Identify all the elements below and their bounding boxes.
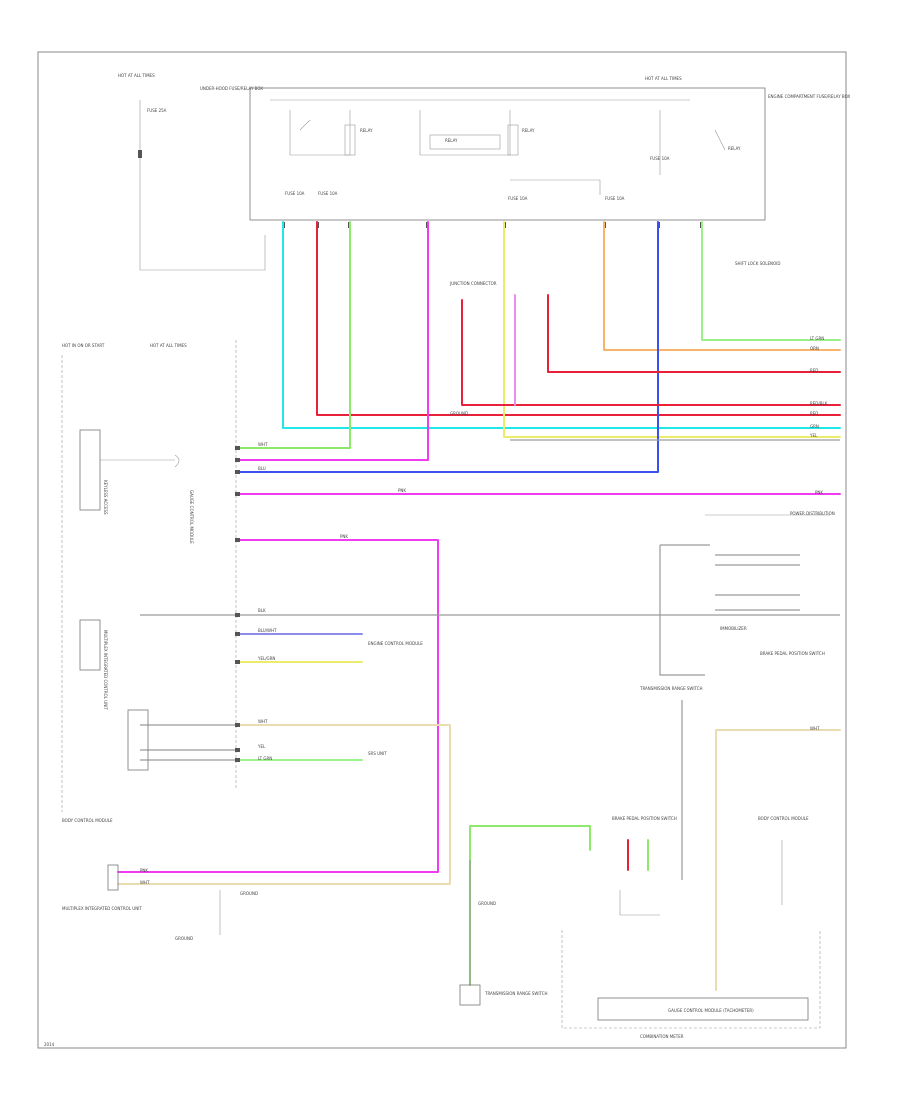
svg-text:RED: RED — [810, 368, 818, 373]
svg-text:PNK: PNK — [140, 868, 148, 873]
diagram-frame — [37, 51, 847, 1049]
wire-magenta-1 — [237, 221, 429, 461]
svg-text:RED/BLK: RED/BLK — [810, 401, 828, 406]
wire-tan-2 — [715, 729, 841, 991]
multiplex-module — [79, 619, 101, 671]
svg-text:ORN: ORN — [810, 346, 819, 351]
body-control-module — [127, 709, 149, 771]
shift-lock-label: SHIFT LOCK SOLENOID — [735, 261, 780, 266]
engine-compartment-fuse-box — [249, 87, 766, 221]
svg-text:BLU/WHT: BLU/WHT — [258, 628, 277, 633]
gauge-label: GAUGE CONTROL MODULE — [189, 490, 194, 544]
combination-meter-frame — [561, 930, 821, 1029]
brake-sw-bottom-label: BRAKE PEDAL POSITION SWITCH — [612, 816, 677, 821]
relay-label-1: RELAY — [360, 128, 373, 133]
svg-text:RED: RED — [810, 411, 818, 416]
fuse-row: FUSE 10A FUSE 10A FUSE 10A FUSE 10A FUSE… — [285, 156, 670, 201]
svg-text:LT GRN: LT GRN — [258, 756, 272, 761]
relay-label-2: RELAY — [445, 138, 458, 143]
wire-tan-1 — [117, 724, 451, 885]
wire-red-3 — [461, 299, 841, 406]
hot-always-label-l: HOT AT ALL TIMES — [118, 73, 155, 78]
fuse-box-connectors — [282, 222, 703, 228]
wire-lightgreen-1 — [701, 221, 841, 341]
wire-magenta-3 — [117, 539, 439, 873]
svg-text:FUSE 10A: FUSE 10A — [285, 191, 305, 196]
svg-text:BLU: BLU — [258, 466, 266, 471]
wire-green-1 — [237, 221, 351, 449]
transmission-switch — [459, 984, 481, 1006]
immobilizer-label: IMMOBILIZER — [720, 626, 747, 631]
svg-text:LT GRN: LT GRN — [810, 336, 824, 341]
svg-text:WHT: WHT — [258, 442, 268, 447]
wire-red-2 — [547, 294, 841, 373]
svg-text:WHT: WHT — [810, 726, 820, 731]
relay-label-3: RELAY — [522, 128, 535, 133]
svg-text:YEL: YEL — [257, 744, 266, 749]
ground-label-4: GROUND — [478, 901, 496, 906]
engine-ctrl-label: ENGINE CONTROL MODULE — [368, 641, 423, 646]
fuse-a-label: FUSE 25A — [147, 108, 167, 113]
svg-text:WHT: WHT — [258, 719, 268, 724]
hot-always-label-r: HOT AT ALL TIMES — [645, 76, 682, 81]
svg-text:FUSE 10A: FUSE 10A — [650, 156, 670, 161]
body-ctrl-label: BODY CONTROL MODULE — [62, 818, 113, 823]
svg-text:FUSE 10A: FUSE 10A — [508, 196, 528, 201]
multiplex-bottom-label: MULTIPLEX INTEGRATED CONTROL UNIT — [62, 906, 142, 911]
keyless-module — [79, 429, 101, 511]
wire-tags: WHT BLU PNK PNK BLK BLU/WHT YEL/GRN WHT … — [140, 336, 828, 885]
body-ctrl-bottom-label: BODY CONTROL MODULE — [758, 816, 809, 821]
svg-text:PNK: PNK — [815, 490, 823, 495]
svg-text:YEL/GRN: YEL/GRN — [257, 656, 275, 661]
transmission-sw-label: TRANSMISSION RANGE SWITCH — [484, 991, 548, 996]
svg-text:BLK: BLK — [258, 608, 266, 613]
left-bus-connectors — [235, 446, 240, 762]
svg-text:PNK: PNK — [340, 534, 348, 539]
wire-orange — [603, 221, 841, 351]
ground-label-3: GROUND — [175, 936, 193, 941]
svg-text:FUSE 10A: FUSE 10A — [318, 191, 338, 196]
wire-cyan — [282, 221, 841, 429]
airbag-label: SRS UNIT — [368, 751, 387, 756]
engine-compartment-label: ENGINE COMPARTMENT FUSE/RELAY BOX — [768, 94, 850, 99]
keyless-label: KEYLESS ACCESS — [103, 480, 108, 515]
svg-text:YEL: YEL — [809, 433, 818, 438]
svg-text:GRN: GRN — [810, 424, 819, 429]
wire-yellow-1 — [503, 221, 841, 438]
junction-label: JUNCTION CONNECTOR — [449, 281, 497, 286]
multiplex-label: MULTIPLEX INTEGRATED CONTROL UNIT — [103, 630, 108, 710]
hot-run-label-l: HOT IN ON OR START — [62, 343, 105, 348]
speedometer-label: COMBINATION METER — [640, 1034, 684, 1039]
hot-run-label-r: HOT AT ALL TIMES — [150, 343, 187, 348]
wire-blue — [237, 221, 659, 473]
footer-label: 2014 — [44, 1042, 55, 1047]
power-distribution-label: POWER DISTRIBUTION — [790, 511, 835, 516]
svg-text:FUSE 10A: FUSE 10A — [605, 196, 625, 201]
ground-label-1: GROUND — [450, 411, 468, 416]
wire-red-1 — [316, 221, 841, 416]
transmission-label: TRANSMISSION RANGE SWITCH — [639, 686, 703, 691]
svg-text:WHT: WHT — [140, 880, 150, 885]
meter-label: GAUGE CONTROL MODULE (TACHOMETER) — [668, 1008, 754, 1013]
relay-label-4: RELAY — [728, 146, 741, 151]
ground-label-2: GROUND — [240, 891, 258, 896]
brake-sw-label: BRAKE PEDAL POSITION SWITCH — [760, 651, 825, 656]
bottom-left-module — [107, 864, 119, 891]
underhood-box-label: UNDER-HOOD FUSE/RELAY BOX — [200, 86, 263, 91]
svg-text:PNK: PNK — [398, 488, 406, 493]
